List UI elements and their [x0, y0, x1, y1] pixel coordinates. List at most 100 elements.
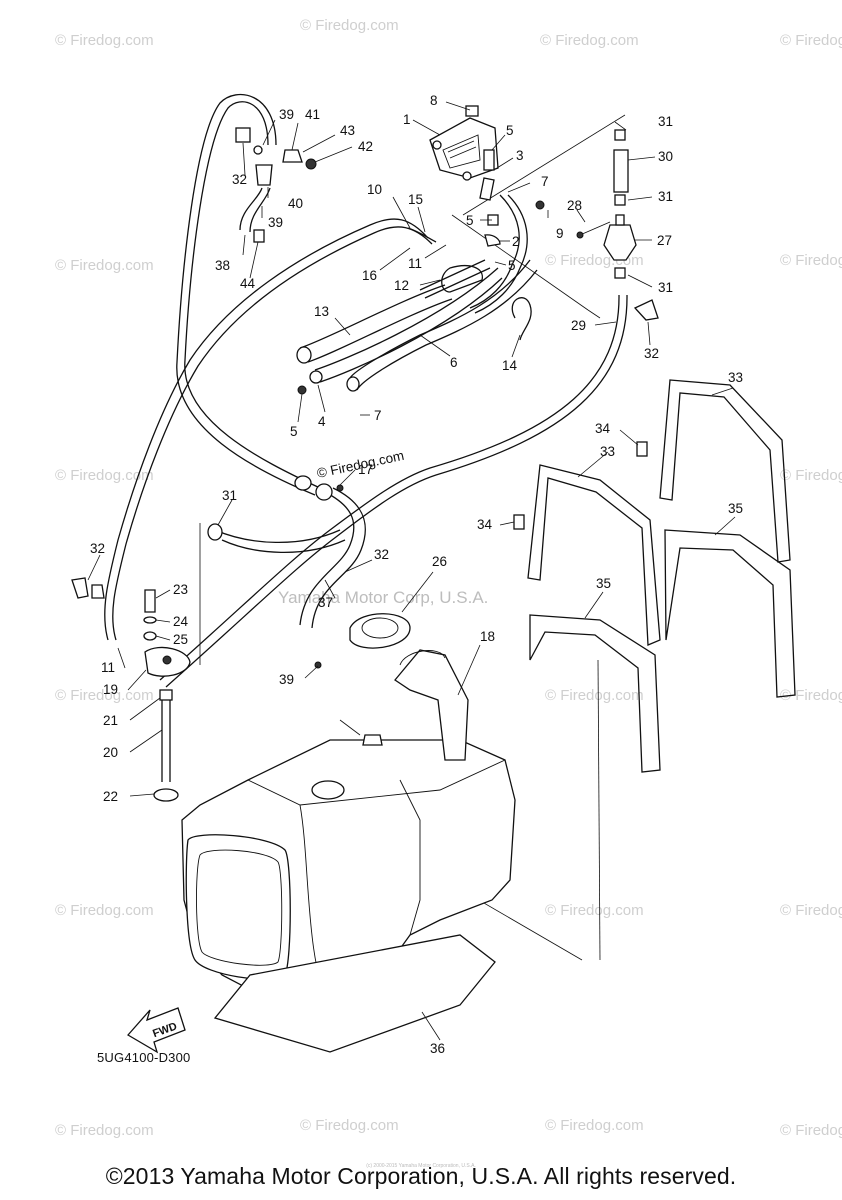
part-label-40: 40 [288, 196, 303, 211]
watermark: © Firedog.com [55, 467, 154, 484]
part-label-36: 36 [430, 1041, 445, 1056]
watermark: © Firedog.com [545, 1117, 644, 1134]
part-label-20: 20 [103, 745, 118, 760]
center-watermark: Yamaha Motor Corp, U.S.A. [278, 588, 488, 607]
hose-10 [104, 218, 433, 641]
part-label-11: 11 [408, 256, 422, 271]
part-label-31: 31 [222, 488, 237, 503]
part-label-38: 38 [215, 258, 230, 273]
part-label-42: 42 [358, 139, 373, 154]
fuel-filter-assembly [576, 129, 659, 321]
part-label-39: 39 [268, 215, 283, 230]
part-label-17: 17 [358, 462, 373, 477]
watermark: © Firedog.com [55, 32, 154, 49]
watermark: © Firedog.com [545, 687, 644, 704]
part-label-10: 10 [367, 182, 382, 197]
part-label-15: 15 [408, 192, 423, 207]
watermark: © Firedog.com [55, 1122, 154, 1139]
fuel-hose-29 [159, 294, 628, 688]
watermark: © Firedog.com [780, 467, 842, 484]
part-label-30: 30 [658, 149, 673, 164]
part-label-5: 5 [508, 258, 516, 273]
fuel-tank [181, 649, 516, 1053]
tank-straps [513, 379, 796, 773]
part-label-27: 27 [657, 233, 672, 248]
part-label-14: 14 [502, 358, 518, 373]
fwd-arrow: FWD [126, 1007, 186, 1054]
part-label-24: 24 [173, 614, 189, 629]
part-label-9: 9 [556, 226, 564, 241]
part-label-22: 22 [103, 789, 118, 804]
hose-31-left [71, 523, 223, 599]
part-label-16: 16 [362, 268, 377, 283]
part-label-41: 41 [305, 107, 320, 122]
watermark: © Firedog.com [300, 17, 399, 34]
part-label-28: 28 [567, 198, 582, 213]
part-label-11: 11 [101, 660, 115, 675]
part-label-29: 29 [571, 318, 586, 333]
watermark-layer: © Firedog.com © Firedog.com © Firedog.co… [55, 17, 842, 1139]
part-label-21: 21 [103, 713, 118, 728]
part-label-35: 35 [728, 501, 743, 516]
part-label-39: 39 [279, 672, 294, 687]
part-label-31: 31 [658, 114, 673, 129]
vent-check-valve-assembly [235, 127, 317, 243]
part-label-7: 7 [541, 174, 549, 189]
part-callouts: 8 1 5 3 7 5 2 5 9 28 31 30 31 27 31 29 3… [90, 93, 743, 1056]
part-label-31: 31 [658, 189, 673, 204]
diagram-code: 5UG4100-D300 [97, 1050, 191, 1065]
tank-cap [314, 613, 411, 669]
hose-cluster [296, 177, 545, 395]
part-label-25: 25 [173, 632, 188, 647]
fuel-sender-unit [143, 589, 191, 802]
watermark: © Firedog.com [55, 902, 154, 919]
part-label-18: 18 [480, 629, 495, 644]
part-label-4: 4 [318, 414, 326, 429]
vent-hose-38-routing [176, 94, 321, 496]
watermark: © Firedog.com [780, 32, 842, 49]
part-label-34: 34 [595, 421, 611, 436]
part-label-2: 2 [512, 234, 520, 249]
part-label-5: 5 [506, 123, 514, 138]
leader-lines [87, 101, 736, 1041]
part-label-33: 33 [728, 370, 743, 385]
part-label-8: 8 [430, 93, 438, 108]
part-label-12: 12 [394, 278, 409, 293]
part-label-1: 1 [403, 112, 411, 127]
watermark: © Firedog.com [545, 902, 644, 919]
clamp-17 [294, 475, 344, 501]
part-label-32: 32 [232, 172, 247, 187]
watermark: © Firedog.com [780, 902, 842, 919]
part-label-7: 7 [374, 408, 382, 423]
part-label-33: 33 [600, 444, 615, 459]
part-label-32: 32 [374, 547, 389, 562]
part-label-6: 6 [450, 355, 458, 370]
part-label-23: 23 [173, 582, 188, 597]
watermark: © Firedog.com [55, 257, 154, 274]
part-label-31: 31 [658, 280, 673, 295]
fuel-pump [429, 105, 499, 181]
tiny-credit: (c) 2000-2015 Yamaha Motor Corporation, … [366, 1163, 476, 1169]
part-label-13: 13 [314, 304, 329, 319]
watermark: © Firedog.com [780, 252, 842, 269]
watermark: © Firedog.com [300, 1117, 399, 1134]
copyright-notice: ©2013 Yamaha Motor Corporation, U.S.A. A… [105, 1163, 737, 1189]
part-label-39: 39 [279, 107, 294, 122]
part-label-34: 34 [477, 517, 493, 532]
part-label-37: 37 [318, 595, 333, 610]
part-label-32: 32 [90, 541, 105, 556]
part-label-5: 5 [466, 213, 474, 228]
part-label-43: 43 [340, 123, 355, 138]
part-label-3: 3 [516, 148, 524, 163]
hose-37 [214, 487, 366, 629]
part-label-26: 26 [432, 554, 447, 569]
part-label-44: 44 [240, 276, 256, 291]
part-label-5: 5 [290, 424, 298, 439]
part-label-19: 19 [103, 682, 118, 697]
watermark: © Firedog.com [780, 1122, 842, 1139]
part-label-32: 32 [644, 346, 659, 361]
watermark: © Firedog.com [55, 687, 154, 704]
watermark: © Firedog.com [540, 32, 639, 49]
part-label-35: 35 [596, 576, 611, 591]
